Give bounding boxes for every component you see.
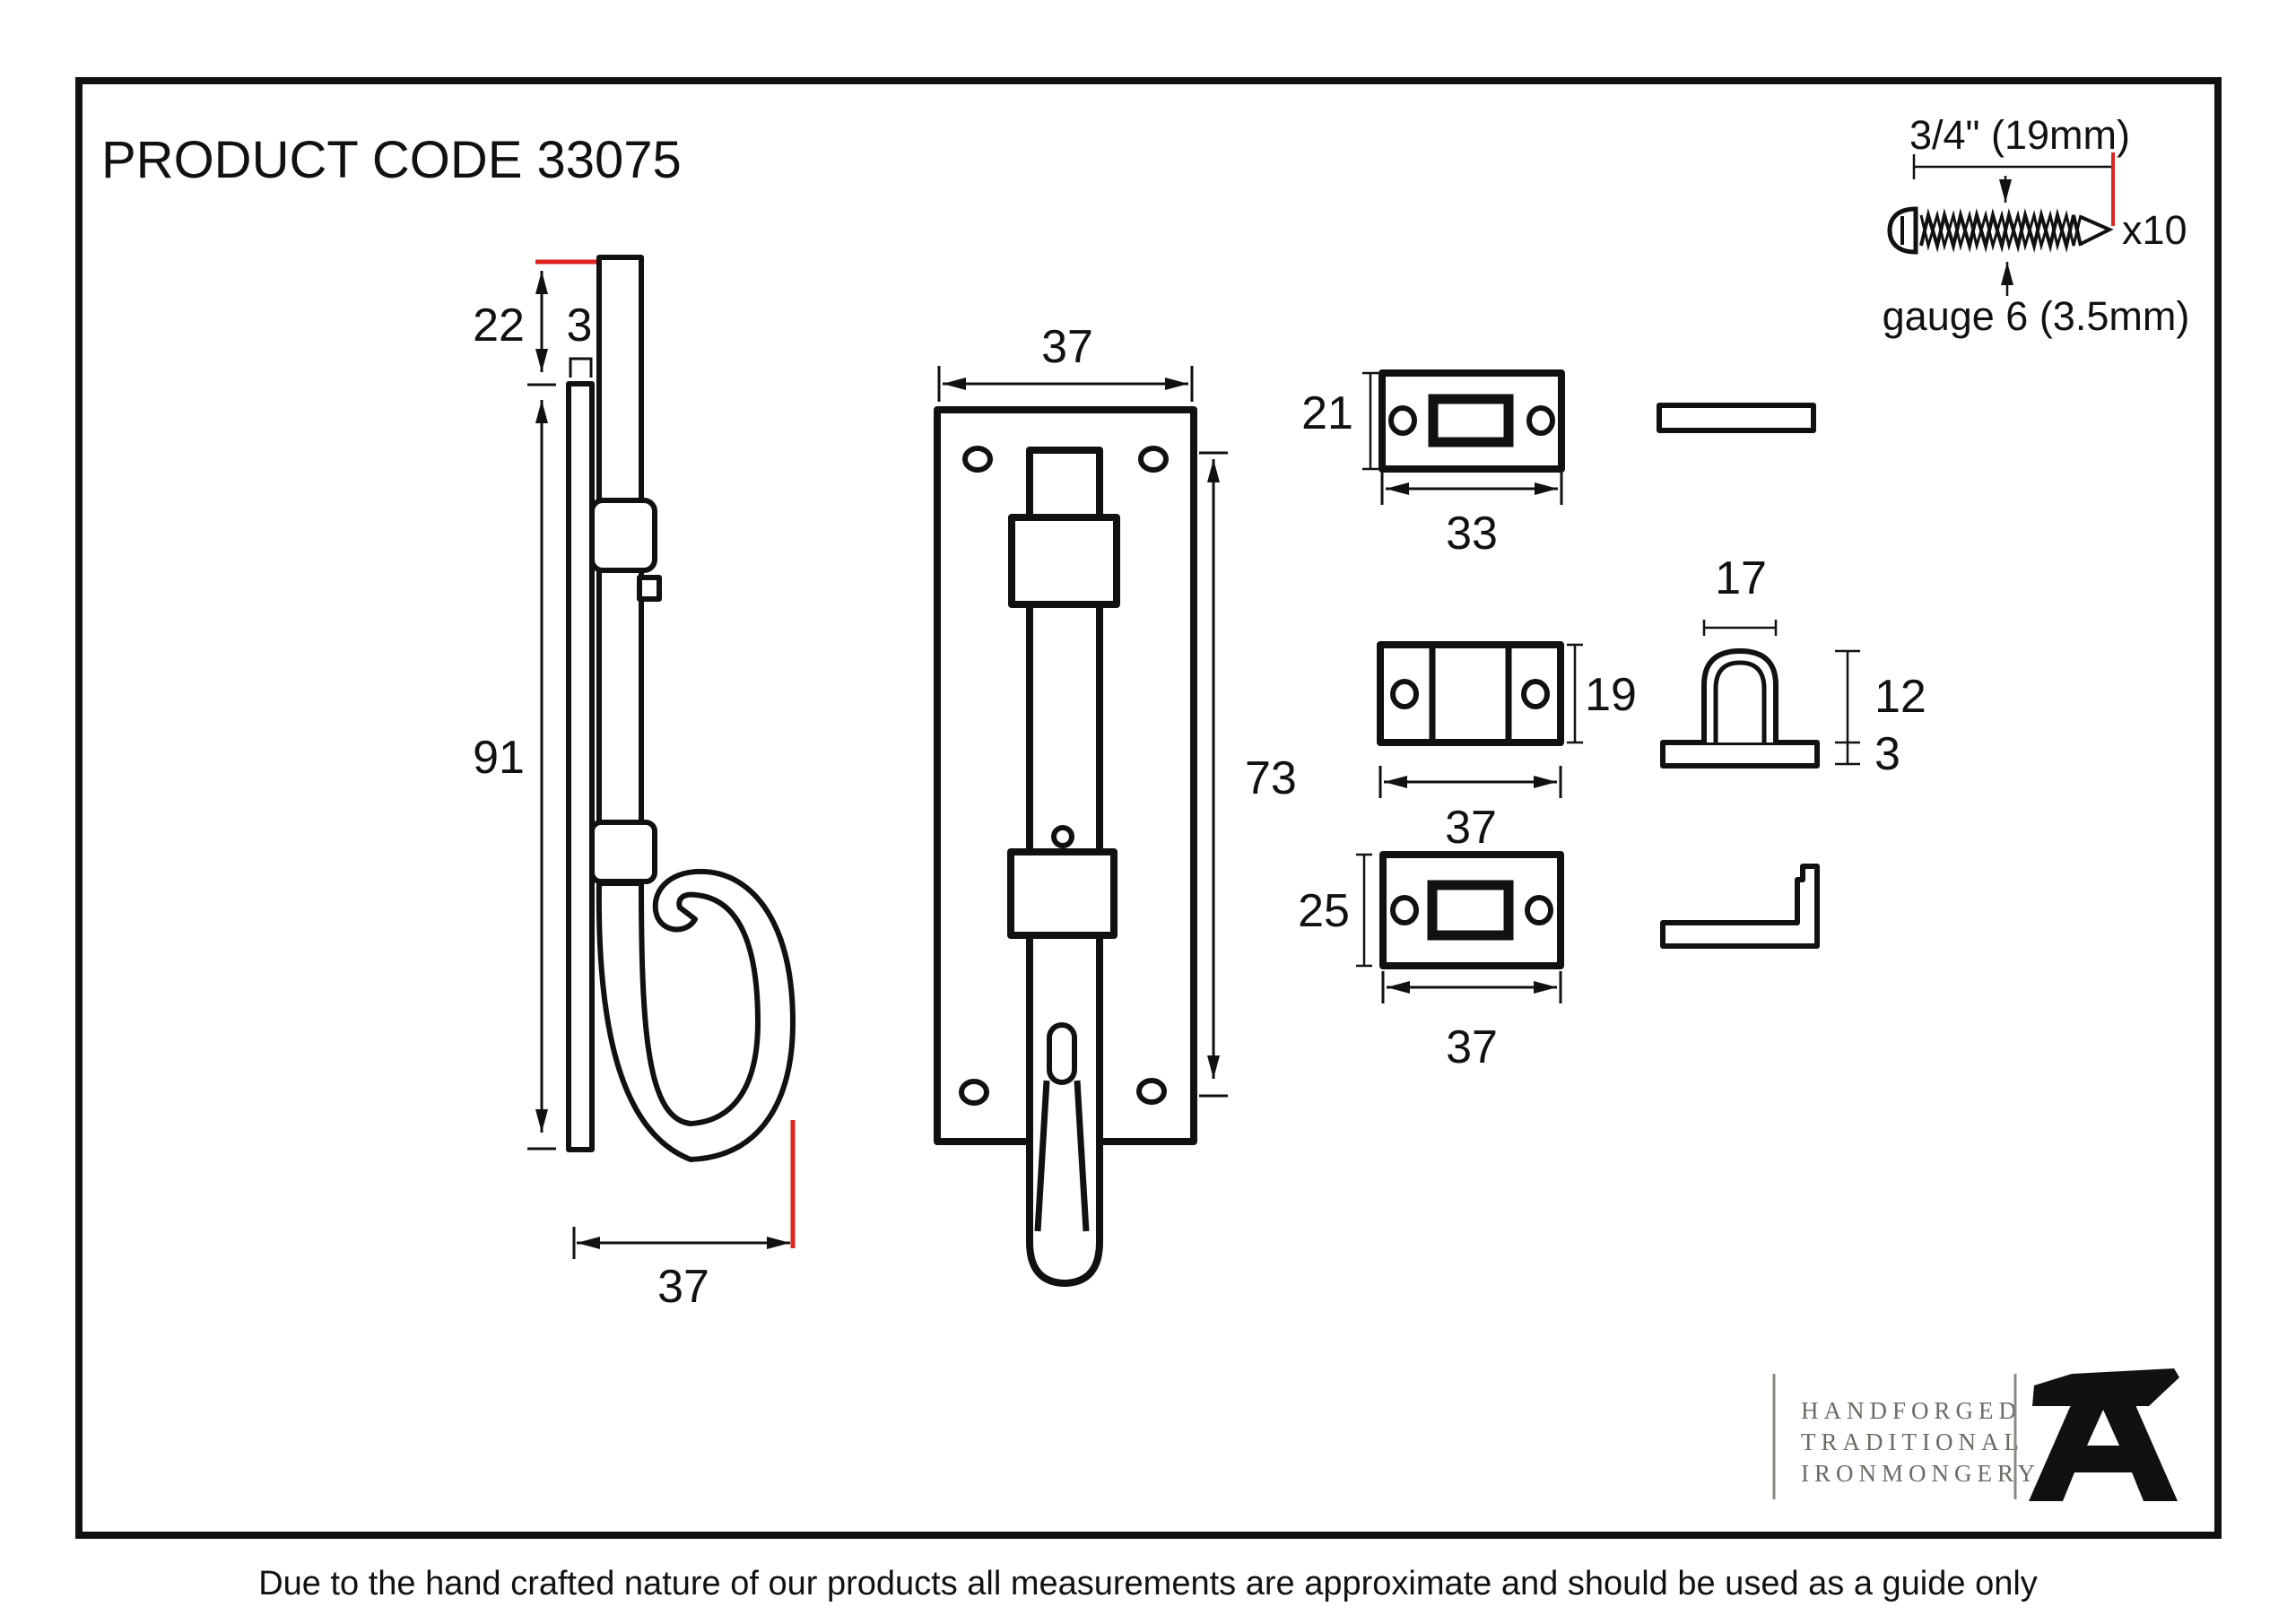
dim-label-17: 17 bbox=[1715, 552, 1767, 604]
dim-label-22: 22 bbox=[473, 300, 525, 352]
dim-label-37-guide: 37 bbox=[1445, 802, 1497, 854]
guide-bracket-drawing: 19 37 17 12 3 bbox=[1377, 552, 1926, 854]
screw-hole bbox=[1521, 679, 1550, 709]
staple-arch-outer bbox=[1701, 647, 1779, 743]
bolt-knob-side bbox=[637, 575, 662, 602]
keeper-large-drawing: 25 37 bbox=[1298, 851, 1820, 1073]
dim-label-73: 73 bbox=[1245, 752, 1297, 804]
keeper-small-slot bbox=[1428, 394, 1514, 447]
anvil-icon bbox=[2029, 1368, 2179, 1501]
crook-edge bbox=[1074, 1080, 1090, 1232]
dim-label-37-side: 37 bbox=[657, 1261, 709, 1313]
screw-hole bbox=[1390, 679, 1419, 709]
lower-guide-bracket-side bbox=[589, 820, 657, 884]
screw-length-label: 3/4" (19mm) bbox=[1909, 112, 2130, 158]
side-view-drawing: 22 3 91 37 bbox=[473, 255, 796, 1313]
dim-label-12: 12 bbox=[1874, 671, 1926, 723]
bolt-knob-front bbox=[1026, 447, 1103, 525]
screw-hole bbox=[1138, 446, 1169, 473]
page-title: PRODUCT CODE 33075 bbox=[101, 131, 682, 189]
screw-gauge-label: gauge 6 (3.5mm) bbox=[1883, 293, 2190, 339]
screw-hole bbox=[1390, 895, 1419, 925]
upper-guide-bracket-side bbox=[589, 498, 657, 573]
screw-hole bbox=[962, 446, 993, 473]
keeper-large-side bbox=[1660, 864, 1820, 949]
lower-guide-bracket-front bbox=[1007, 848, 1118, 939]
brand-logo: HANDFORGED TRADITIONAL IRONMONGERY bbox=[1772, 1368, 2179, 1501]
dim-label-37-front: 37 bbox=[1041, 321, 1093, 373]
upper-guide-bracket-front bbox=[1008, 514, 1120, 608]
screw-quantity-label: x10 bbox=[2122, 207, 2187, 253]
screw-tip bbox=[2080, 215, 2114, 246]
screw-hole bbox=[959, 1079, 989, 1106]
crook-edge bbox=[1034, 1080, 1050, 1232]
shepherds-crook-side bbox=[596, 868, 796, 1162]
dim-label-37-keeper: 37 bbox=[1446, 1021, 1498, 1073]
keeper-small-drawing: 21 33 bbox=[1301, 369, 1816, 560]
dim-label-21: 21 bbox=[1301, 387, 1353, 439]
staple-arch-inner bbox=[1713, 660, 1767, 743]
dim-label-25: 25 bbox=[1298, 885, 1350, 937]
front-view-drawing: 37 73 bbox=[934, 321, 1297, 1287]
screw-thread-icon bbox=[1919, 208, 2083, 253]
logo-text-line1: HANDFORGED bbox=[1801, 1397, 2022, 1424]
dim-label-91: 91 bbox=[473, 732, 525, 784]
dim-label-3: 3 bbox=[567, 300, 593, 352]
screw-hole bbox=[1136, 1078, 1167, 1105]
dim-label-3-base: 3 bbox=[1874, 728, 1900, 780]
logo-text-line3: IRONMONGERY bbox=[1801, 1460, 2040, 1487]
keeper-large-slot bbox=[1427, 880, 1514, 941]
rod-pin-hole bbox=[1051, 825, 1074, 848]
screw-hole bbox=[1388, 405, 1417, 436]
screw-detail-drawing: 3/4" (19mm) x10 gauge 6 (3.5mm) bbox=[1883, 112, 2190, 339]
thickness-bracket bbox=[569, 357, 593, 378]
backplate-edge bbox=[566, 381, 595, 1152]
screw-hole bbox=[1525, 895, 1553, 925]
logo-text-line2: TRADITIONAL bbox=[1801, 1429, 2024, 1455]
screw-thread-icon bbox=[1919, 210, 2083, 251]
page-border bbox=[75, 77, 2222, 1539]
disclaimer-text: Due to the hand crafted nature of our pr… bbox=[258, 1565, 2038, 1602]
staple-base bbox=[1660, 740, 1820, 769]
crook-tip-front bbox=[1047, 1022, 1077, 1085]
dim-label-19: 19 bbox=[1585, 669, 1637, 721]
screw-hole bbox=[1526, 405, 1555, 436]
dim-label-33: 33 bbox=[1446, 508, 1498, 560]
keeper-small-side bbox=[1657, 403, 1816, 433]
